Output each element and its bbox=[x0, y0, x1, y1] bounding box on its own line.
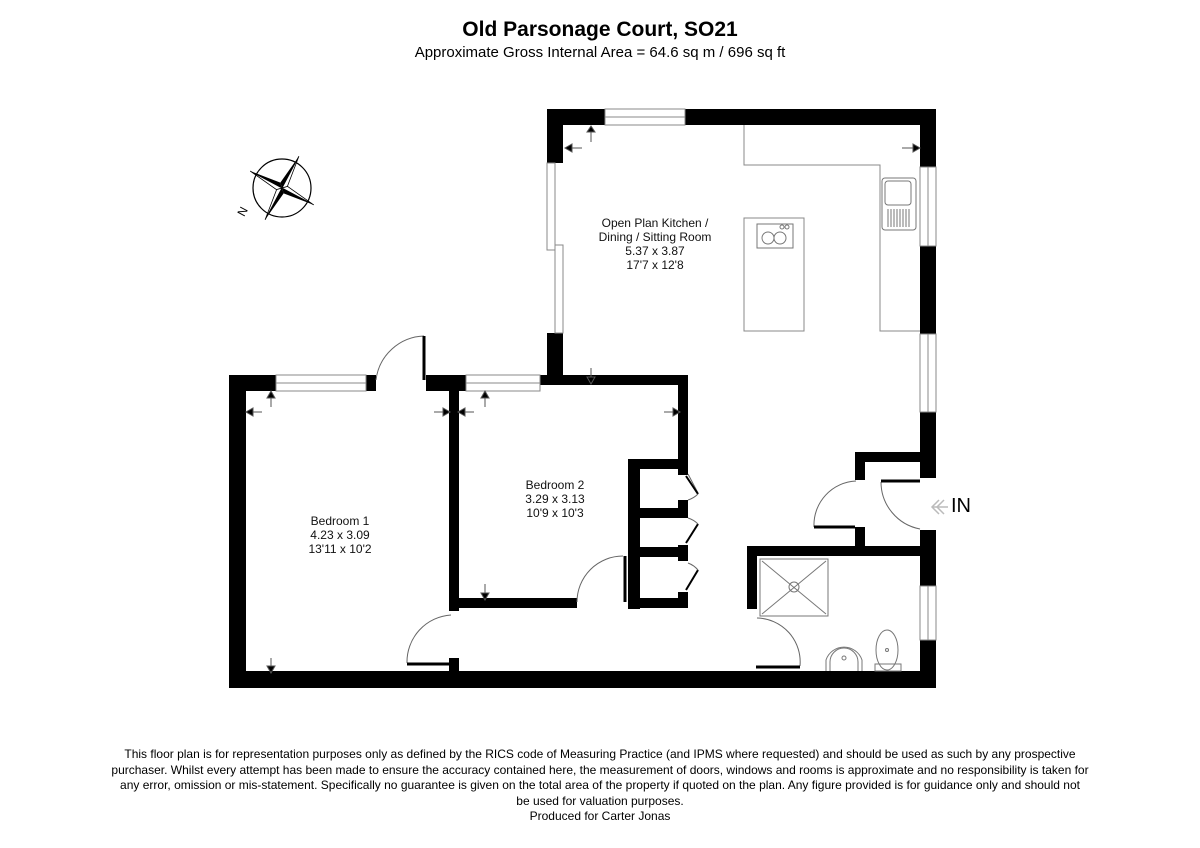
room-label-bedroom2: Bedroom 2 3.29 x 3.13 10'9 x 10'3 bbox=[495, 478, 615, 520]
room-size-metric: 5.37 x 3.87 bbox=[625, 244, 685, 258]
kitchen-units bbox=[743, 125, 920, 332]
sink-icon bbox=[881, 177, 917, 231]
disclaimer-line: This floor plan is for representation pu… bbox=[124, 747, 1076, 761]
walls bbox=[229, 109, 936, 688]
disclaimer-line: be used for valuation purposes. bbox=[516, 793, 684, 808]
compass-rose-icon: N bbox=[234, 156, 315, 220]
windows bbox=[275, 108, 937, 641]
basin-icon bbox=[825, 646, 863, 671]
room-size-imperial: 10'9 x 10'3 bbox=[526, 506, 584, 520]
room-label-kitchen: Open Plan Kitchen / Dining / Sitting Roo… bbox=[570, 216, 740, 272]
measurement-arrows bbox=[244, 125, 922, 675]
room-size-metric: 4.23 x 3.09 bbox=[310, 528, 370, 542]
toilet-icon bbox=[874, 629, 902, 672]
disclaimer: This floor plan is for representation pu… bbox=[70, 747, 1130, 825]
hob-icon bbox=[756, 223, 794, 249]
gross-area-subtitle: Approximate Gross Internal Area = 64.6 s… bbox=[414, 44, 786, 61]
room-name: Open Plan Kitchen / bbox=[601, 216, 709, 230]
room-size-imperial: 17'7 x 12'8 bbox=[626, 258, 684, 272]
room-label-bedroom1: Bedroom 1 4.23 x 3.09 13'11 x 10'2 bbox=[280, 514, 400, 556]
entrance-arrow-icon bbox=[930, 499, 948, 515]
shower-tray-icon bbox=[759, 558, 829, 617]
room-name: Dining / Sitting Room bbox=[598, 230, 712, 244]
entrance-label: IN bbox=[951, 495, 971, 517]
room-size-metric: 3.29 x 3.13 bbox=[525, 492, 585, 506]
room-size-imperial: 13'11 x 10'2 bbox=[308, 542, 372, 556]
disclaimer-line: purchaser. Whilst every attempt has been… bbox=[111, 762, 1089, 777]
room-name: Bedroom 2 bbox=[525, 478, 585, 492]
disclaimer-line: any error, omission or mis-statement. Sp… bbox=[120, 778, 1080, 792]
room-name: Bedroom 1 bbox=[310, 514, 370, 528]
doors bbox=[375, 335, 921, 669]
producer-credit: Produced for Carter Jonas bbox=[529, 809, 671, 823]
page-title: Old Parsonage Court, SO21 bbox=[462, 18, 738, 41]
svg-text:N: N bbox=[234, 204, 250, 218]
